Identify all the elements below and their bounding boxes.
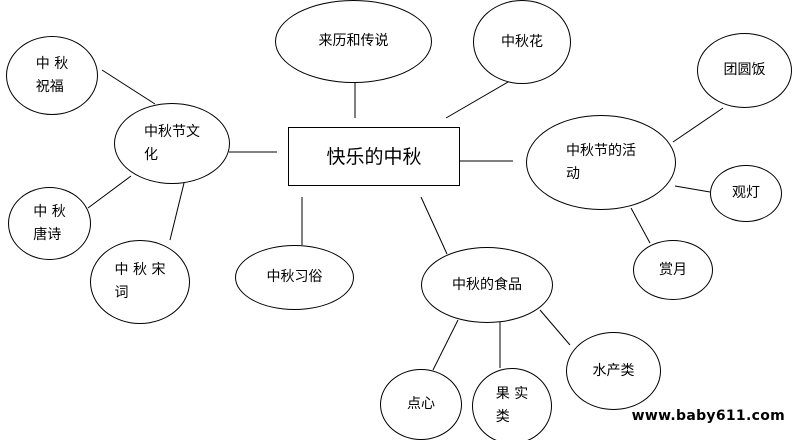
node-moon: 赏月 bbox=[633, 240, 713, 300]
node-activities: 中秋节的活 动 bbox=[526, 115, 676, 210]
node-culture-label: 中秋节文 化 bbox=[144, 123, 200, 163]
node-snack: 点心 bbox=[380, 369, 462, 440]
node-center: 快乐的中秋 bbox=[288, 127, 460, 186]
watermark-text: www.baby611.com bbox=[631, 408, 785, 424]
node-activities-label: 中秋节的活 动 bbox=[566, 142, 636, 182]
node-song: 中 秋 宋 词 bbox=[90, 240, 190, 324]
edge-center-flower bbox=[445, 77, 516, 119]
node-tang: 中 秋 唐诗 bbox=[8, 187, 91, 260]
node-blessing: 中 秋 祝福 bbox=[6, 36, 98, 115]
node-snack-label: 点心 bbox=[407, 396, 435, 412]
node-lantern-label: 观灯 bbox=[732, 185, 760, 201]
node-food-label: 中秋的食品 bbox=[452, 276, 522, 293]
edge-center-food bbox=[420, 196, 448, 255]
node-fruit: 果 实 类 bbox=[472, 368, 552, 440]
node-customs: 中秋习俗 bbox=[235, 245, 354, 310]
node-culture: 中秋节文 化 bbox=[114, 103, 230, 184]
node-flower: 中秋花 bbox=[473, 0, 571, 84]
edge-activities-lantern bbox=[674, 185, 711, 193]
node-history-label: 来历和传说 bbox=[318, 33, 389, 49]
node-blessing-label: 中 秋 祝福 bbox=[35, 55, 69, 95]
edge-activities-reunion bbox=[672, 107, 724, 143]
node-food: 中秋的食品 bbox=[421, 247, 553, 323]
node-seafood-label: 水产类 bbox=[592, 362, 635, 379]
node-history: 来历和传说 bbox=[275, 0, 432, 83]
node-fruit-label: 果 实 类 bbox=[495, 386, 529, 425]
node-reunion: 团圆饭 bbox=[697, 33, 792, 108]
node-tang-label: 中 秋 唐诗 bbox=[33, 203, 66, 243]
node-moon-label: 赏月 bbox=[659, 261, 687, 278]
node-flower-label: 中秋花 bbox=[501, 33, 543, 50]
node-reunion-label: 团圆饭 bbox=[723, 62, 766, 78]
edge-food-snack bbox=[432, 319, 459, 371]
edge-activities-moon bbox=[630, 207, 651, 244]
node-lantern: 观灯 bbox=[710, 165, 782, 222]
node-seafood: 水产类 bbox=[566, 332, 661, 410]
edge-culture-blessing bbox=[101, 69, 156, 105]
edge-culture-tang bbox=[87, 175, 132, 209]
node-song-label: 中 秋 宋 词 bbox=[114, 262, 166, 301]
edge-culture-song bbox=[169, 182, 185, 241]
node-center-label: 快乐的中秋 bbox=[326, 145, 422, 168]
node-customs-label: 中秋习俗 bbox=[266, 269, 323, 285]
edge-food-seafood bbox=[539, 309, 571, 346]
